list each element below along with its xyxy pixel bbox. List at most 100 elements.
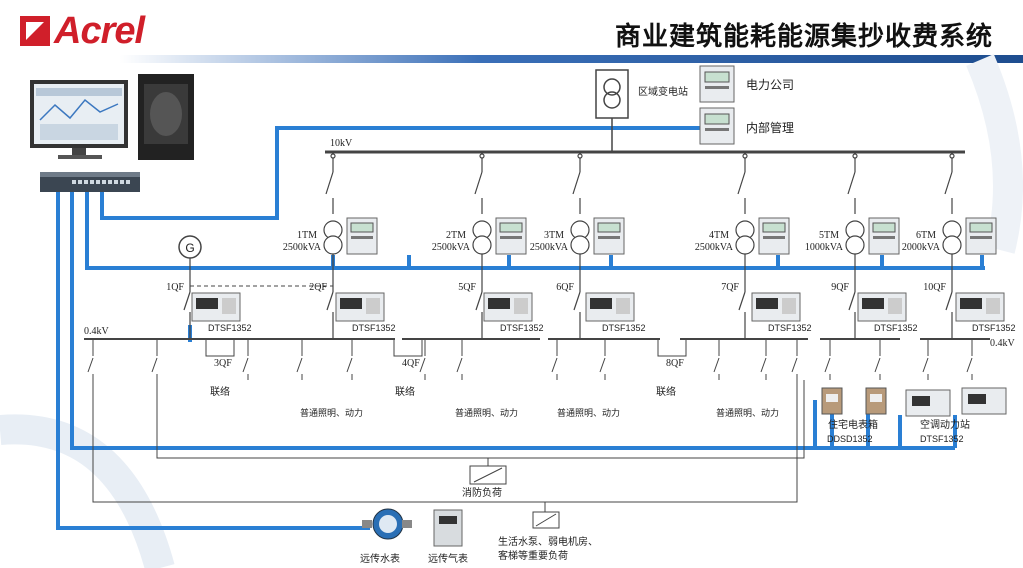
- hv-feeder: [472, 152, 492, 283]
- lv-feeder-switch: [87, 339, 94, 380]
- transformer-rating: 2500kVA: [530, 242, 569, 253]
- hv-switch: [572, 171, 581, 195]
- hv-switch: [737, 171, 746, 195]
- fire-load-icon: [469, 465, 507, 485]
- transformer-id: 1TM: [297, 230, 317, 241]
- tie-label-2: 联络: [395, 385, 415, 398]
- substation-label: 区域变电站: [638, 85, 688, 98]
- lv-breaker: [848, 283, 856, 339]
- lv-feeder-switch: [456, 339, 463, 380]
- tie-breaker-label: 8QF: [666, 358, 684, 369]
- breaker-label: 2QF: [309, 282, 327, 293]
- hv-switch: [474, 171, 483, 195]
- transformer-rating: 2500kVA: [432, 242, 471, 253]
- tie-label-1: 联络: [210, 385, 230, 398]
- lv-feeder-switch: [346, 339, 353, 380]
- generator-label: G: [185, 241, 194, 255]
- lv-breaker: [738, 283, 746, 339]
- acrel-logo-icon: [20, 16, 50, 46]
- tie-breaker: [393, 339, 423, 357]
- breaker-label: 1QF: [166, 282, 184, 293]
- transformer-rating: 2500kVA: [695, 242, 734, 253]
- important-load-label-1: 生活水泵、弱电机房、: [498, 535, 598, 548]
- breaker-label: 6QF: [556, 282, 574, 293]
- lv-breaker: [573, 283, 581, 339]
- important-load-label-2: 客梯等重要负荷: [498, 549, 568, 562]
- residential-box-label: 住宅电表箱: [828, 418, 878, 431]
- lighting-label-3: 普通照明、动力: [557, 407, 620, 418]
- residential-meter-box-icon: [821, 387, 887, 415]
- water-meter-icon: [362, 508, 412, 540]
- dtsf-meter-icon: [955, 292, 1005, 322]
- lv-feeder-switch: [296, 339, 303, 380]
- dtsf-meter-icon: [585, 292, 635, 322]
- tie-label-3: 联络: [656, 385, 676, 398]
- pc-workstation-icon: [30, 74, 194, 160]
- hv-meter-icon: [593, 217, 625, 255]
- lv-feeder-switch: [966, 339, 973, 380]
- power-company-meter-icon: [699, 65, 735, 103]
- title-accent-bar: [120, 55, 1023, 63]
- internal-mgmt-meter-icon: [699, 107, 735, 145]
- network-switch-icon: [40, 172, 140, 192]
- hv-switch: [944, 171, 953, 195]
- transformer-id: 2TM: [446, 230, 466, 241]
- lighting-label-2: 普通照明、动力: [455, 407, 518, 418]
- hv-feeder: [845, 152, 865, 283]
- lv-feeder-switch: [874, 339, 881, 380]
- breaker-label: 10QF: [923, 282, 946, 293]
- transformer-id: 6TM: [916, 230, 936, 241]
- bg-arc: [966, 54, 1023, 254]
- lv-breaker: [326, 283, 334, 339]
- hv-feeder: [323, 152, 343, 283]
- lv-feeder-switch: [599, 339, 606, 380]
- hv-feeder: [570, 152, 590, 283]
- breaker-label: 9QF: [831, 282, 849, 293]
- substation-transformer-icon: [595, 69, 629, 119]
- ac-station-label: 空调动力站: [920, 418, 970, 431]
- transformer-rating: 1000kVA: [805, 242, 844, 253]
- meter-model-label: DTSF1352: [602, 323, 646, 333]
- dtsf-meter-icon: [483, 292, 533, 322]
- comm-line-hv-meters: [100, 126, 700, 220]
- gas-meter-label: 远传气表: [428, 552, 468, 565]
- lv-feeder-switch: [713, 339, 720, 380]
- meter-model-label: DTSF1352: [768, 323, 812, 333]
- lv-feeder-switch: [791, 339, 798, 380]
- hv-meter-icon: [758, 217, 790, 255]
- hv-meter-icon: [346, 217, 378, 255]
- ac-meter-label: DTSF1352: [920, 434, 964, 444]
- lighting-label-1: 普通照明、动力: [300, 407, 363, 418]
- hv-meter-icon: [965, 217, 997, 255]
- water-meter-label: 远传水表: [360, 552, 400, 565]
- comm-line-hv: [85, 192, 985, 270]
- internal-mgmt-label: 内部管理: [746, 120, 794, 135]
- generator-icon: G: [178, 235, 202, 283]
- breaker-label: 5QF: [458, 282, 476, 293]
- lv-feeder-switch: [760, 339, 767, 380]
- dtsf-meter-icon: [857, 292, 907, 322]
- lv-breaker: [945, 283, 953, 339]
- lv-feeder-switch: [824, 339, 831, 380]
- dtsf-meter-icon: [335, 292, 385, 322]
- transformer-id: 4TM: [709, 230, 729, 241]
- tie-breaker: [205, 339, 235, 357]
- load-wiring: [92, 380, 805, 512]
- hv-switch: [325, 171, 334, 195]
- meter-model-label: DTSF1352: [972, 323, 1016, 333]
- meter-model-label: DTSF1352: [500, 323, 544, 333]
- tie-breaker-label: 4QF: [402, 358, 420, 369]
- lv-breaker: [475, 283, 483, 339]
- lv-feeder-switch: [242, 339, 249, 380]
- page-title: 商业建筑能耗能源集抄收费系统: [614, 22, 993, 52]
- dtsf-meter-icon: [191, 292, 241, 322]
- meter-model-label: DTSF1352: [208, 323, 252, 333]
- dtsf-meter-icon: [751, 292, 801, 322]
- hv-meter-icon: [868, 217, 900, 255]
- tie-breaker-label: 3QF: [214, 358, 232, 369]
- transformer-rating: 2500kVA: [283, 242, 322, 253]
- meter-model-label: DTSF1352: [352, 323, 396, 333]
- comm-line-lv: [70, 192, 955, 450]
